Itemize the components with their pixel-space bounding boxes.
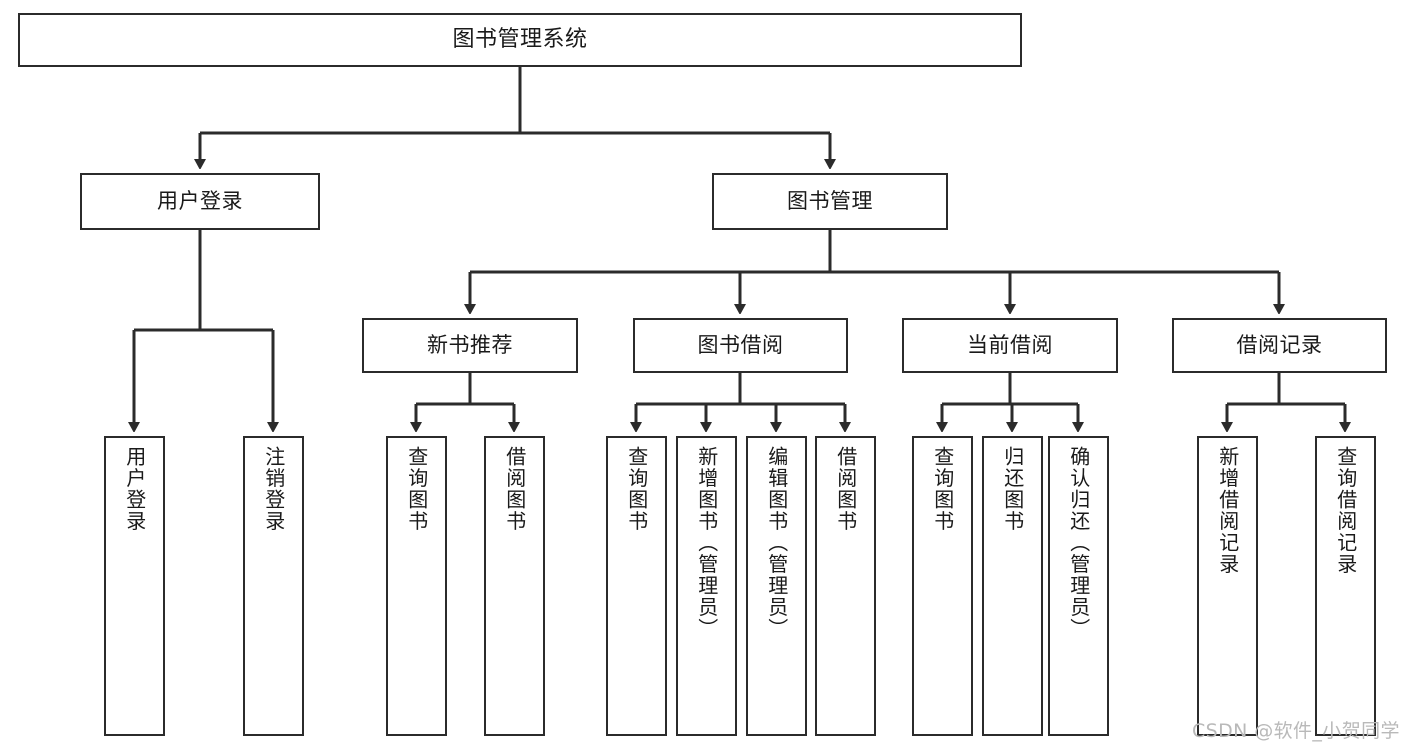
node-leaf-query-book-cb-label: 查询图书 [930, 446, 955, 532]
csdn-watermark: CSDN @软件_小贺同学 [1192, 720, 1400, 742]
node-leaf-edit-book[interactable]: 编辑图书（管理员） [746, 436, 807, 736]
node-book-borrow[interactable]: 图书借阅 [633, 318, 848, 373]
node-leaf-add-record-label: 新增借阅记录 [1215, 446, 1240, 575]
node-leaf-add-book-label: 新增图书（管理员） [694, 446, 719, 640]
node-leaf-query-book-bb-label: 查询图书 [624, 446, 649, 532]
node-leaf-query-book-bb[interactable]: 查询图书 [606, 436, 667, 736]
node-book-manage[interactable]: 图书管理 [712, 173, 948, 230]
node-leaf-confirm-return-label: 确认归还（管理员） [1066, 446, 1091, 640]
node-leaf-add-record[interactable]: 新增借阅记录 [1197, 436, 1258, 736]
node-root-label: 图书管理系统 [452, 26, 588, 52]
node-leaf-query-record-label: 查询借阅记录 [1333, 446, 1358, 575]
node-leaf-return-book[interactable]: 归还图书 [982, 436, 1043, 736]
node-leaf-user-login-label: 用户登录 [122, 446, 147, 532]
node-user-login-label: 用户登录 [157, 188, 243, 213]
node-leaf-query-book-rec-label: 查询图书 [404, 446, 429, 532]
node-leaf-borrow-book-bb[interactable]: 借阅图书 [815, 436, 876, 736]
node-root[interactable]: 图书管理系统 [18, 13, 1022, 67]
node-leaf-query-book-cb[interactable]: 查询图书 [912, 436, 973, 736]
node-leaf-user-logout[interactable]: 注销登录 [243, 436, 304, 736]
node-leaf-query-record[interactable]: 查询借阅记录 [1315, 436, 1376, 736]
node-new-book-rec[interactable]: 新书推荐 [362, 318, 578, 373]
node-leaf-query-book-rec[interactable]: 查询图书 [386, 436, 447, 736]
node-leaf-borrow-book-bb-label: 借阅图书 [833, 446, 858, 532]
node-book-borrow-label: 图书借阅 [697, 332, 784, 357]
node-leaf-add-book[interactable]: 新增图书（管理员） [676, 436, 737, 736]
node-borrow-record[interactable]: 借阅记录 [1172, 318, 1387, 373]
node-user-login[interactable]: 用户登录 [80, 173, 320, 230]
node-book-manage-label: 图书管理 [787, 188, 873, 213]
node-leaf-borrow-book-rec-label: 借阅图书 [502, 446, 527, 532]
node-current-borrow[interactable]: 当前借阅 [902, 318, 1118, 373]
node-new-book-rec-label: 新书推荐 [427, 332, 513, 357]
node-leaf-user-logout-label: 注销登录 [261, 446, 286, 532]
node-leaf-edit-book-label: 编辑图书（管理员） [764, 446, 789, 640]
node-leaf-confirm-return[interactable]: 确认归还（管理员） [1048, 436, 1109, 736]
node-leaf-user-login[interactable]: 用户登录 [104, 436, 165, 736]
node-current-borrow-label: 当前借阅 [967, 332, 1053, 357]
node-borrow-record-label: 借阅记录 [1236, 332, 1323, 357]
node-leaf-borrow-book-rec[interactable]: 借阅图书 [484, 436, 545, 736]
node-leaf-return-book-label: 归还图书 [1000, 446, 1025, 532]
